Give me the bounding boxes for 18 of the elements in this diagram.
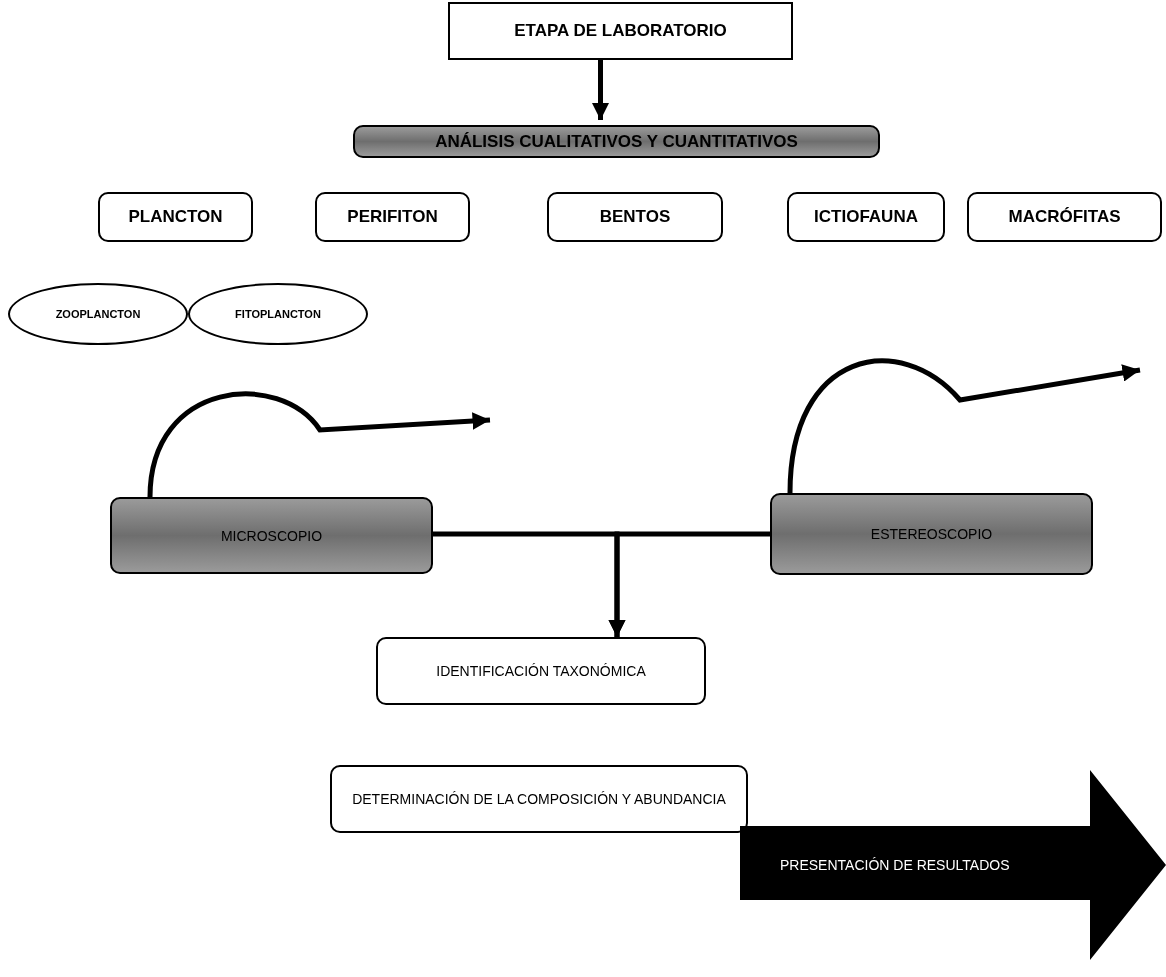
curved-arrow: [787, 358, 1141, 494]
process-box: DETERMINACIÓN DE LA COMPOSICIÓN Y ABUNDANCIA: [330, 765, 748, 833]
instrument-box: MICROSCOPIO: [110, 497, 433, 574]
subcategory-ellipse: ZOOPLANCTON: [8, 283, 188, 345]
heading-bar: ANÁLISIS CUALITATIVOS Y CUANTITATIVOS: [353, 125, 880, 158]
category-box: PLANCTON: [98, 192, 253, 242]
category-box: ICTIOFAUNA: [787, 192, 945, 242]
instrument-box: ESTEREOSCOPIO: [770, 493, 1093, 575]
arrow: [608, 531, 770, 637]
title-box: ETAPA DE LABORATORIO: [448, 2, 793, 60]
curved-arrow: [147, 391, 491, 498]
category-box: PERIFITON: [315, 192, 470, 242]
arrow: [591, 60, 610, 120]
category-box: BENTOS: [547, 192, 723, 242]
category-box: MACRÓFITAS: [967, 192, 1162, 242]
subcategory-ellipse: FITOPLANCTON: [188, 283, 368, 345]
process-box: IDENTIFICACIÓN TAXONÓMICA: [376, 637, 706, 705]
block-arrow: PRESENTACIÓN DE RESULTADOS: [740, 770, 1166, 960]
